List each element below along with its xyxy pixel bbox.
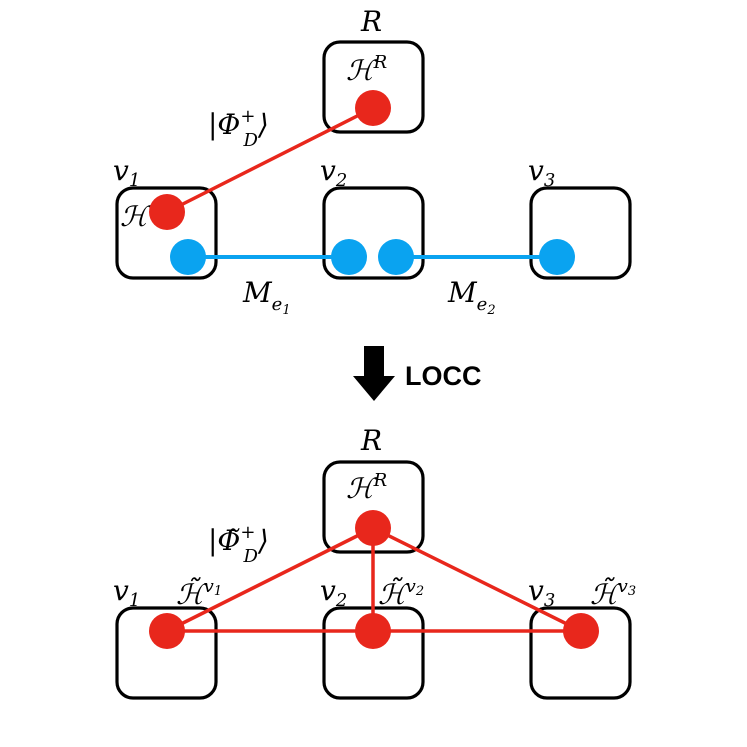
top-reference-box bbox=[322, 40, 425, 134]
bottom-v2-qudit bbox=[355, 613, 391, 649]
top-v2-left-qudit bbox=[331, 239, 367, 275]
bottom-ket-label: |Φ̃+D⟩ bbox=[208, 522, 269, 567]
top-node-v2-box bbox=[322, 186, 425, 280]
bottom-node-v1-box bbox=[115, 606, 218, 700]
down-arrow-icon bbox=[353, 346, 395, 401]
top-node-v3-label: v3 bbox=[528, 154, 555, 191]
top-node-v1-box bbox=[115, 186, 218, 280]
top-diagram: R ℋR |Φ+D⟩ v1 v2 v3 ℋ Me1 Me2 bbox=[113, 5, 632, 318]
top-v3-blue-qudit bbox=[539, 239, 575, 275]
top-reference-qudit bbox=[355, 90, 391, 126]
top-reference-label: R bbox=[360, 5, 382, 38]
bottom-diagram: R ℋR |Φ̃+D⟩ v1 v2 v3 ℋ̃v1 ℋ̃v2 ℋ̃v3 bbox=[113, 424, 636, 700]
bottom-v1-qudit bbox=[149, 613, 185, 649]
bottom-link-r-v3 bbox=[371, 526, 583, 633]
bottom-reference-label: R bbox=[360, 424, 382, 457]
top-measure-e1-label: Me1 bbox=[242, 276, 291, 318]
top-v2-right-qudit bbox=[378, 239, 414, 275]
bottom-node-v3-box bbox=[529, 606, 632, 700]
top-v1-blue-qudit bbox=[170, 239, 206, 275]
bottom-v3-qudit bbox=[563, 613, 599, 649]
top-v1-space-label: ℋ bbox=[120, 200, 152, 233]
top-entangled-link bbox=[165, 106, 375, 214]
top-reference-space: ℋR bbox=[346, 52, 387, 87]
top-node-v2-label: v2 bbox=[320, 154, 347, 191]
bottom-v3-space-label: ℋ̃v3 bbox=[590, 576, 636, 611]
bottom-link-r-v1 bbox=[165, 526, 375, 633]
bottom-node-v2-label: v2 bbox=[320, 574, 347, 611]
locc-label: LOCC bbox=[405, 361, 482, 391]
bottom-reference-space: ℋR bbox=[346, 470, 387, 505]
bottom-v1-space-label: ℋ̃v1 bbox=[176, 576, 222, 611]
top-node-v3-box bbox=[529, 186, 632, 280]
bottom-node-v1-label: v1 bbox=[113, 574, 140, 611]
top-v1-red-qudit bbox=[149, 194, 185, 230]
locc-arrow-group: LOCC bbox=[353, 346, 482, 401]
bottom-node-v3-label: v3 bbox=[528, 574, 555, 611]
top-node-v1-label: v1 bbox=[113, 154, 140, 191]
bottom-v2-space-label: ℋ̃v2 bbox=[378, 576, 424, 611]
bottom-reference-qudit bbox=[355, 510, 391, 546]
top-measure-e2-label: Me2 bbox=[447, 276, 496, 318]
top-ket-label: |Φ+D⟩ bbox=[208, 106, 269, 151]
